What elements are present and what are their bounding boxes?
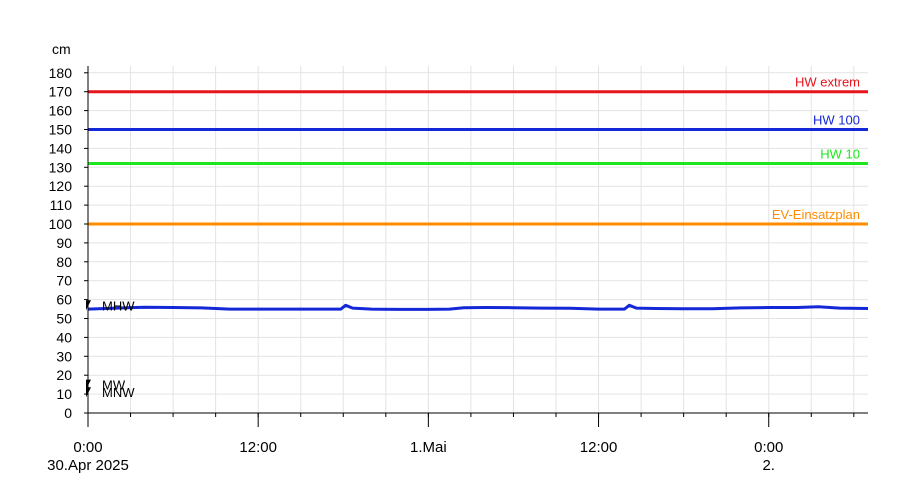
y-tick-label: 130 — [49, 159, 73, 175]
reference-marker — [86, 387, 91, 398]
y-tick-label: 150 — [49, 122, 73, 138]
threshold-label: HW 10 — [820, 147, 860, 162]
series-layer — [87, 303, 869, 311]
x-tick-label: 12:00 — [239, 439, 277, 456]
y-tick-label: 170 — [49, 84, 73, 100]
threshold-label: EV-Einsatzplan — [772, 207, 860, 222]
y-tick-label: 160 — [49, 103, 73, 119]
reference-label: MNW — [102, 385, 135, 400]
y-tick-label: 90 — [56, 235, 72, 251]
y-tick-label: 0 — [64, 405, 72, 421]
reference-label: MHW — [102, 298, 135, 313]
x-tick-sublabel: 30.Apr 2025 — [47, 457, 129, 474]
y-tick-label: 50 — [56, 311, 72, 327]
x-tick-label: 1.Mai — [410, 439, 447, 456]
y-tick-label: 40 — [56, 329, 72, 345]
x-tick-label: 0:00 — [754, 439, 783, 456]
y-tick-label: 60 — [56, 292, 72, 308]
threshold-label: HW extrem — [795, 75, 860, 90]
reference-marker — [86, 379, 91, 390]
y-tick-label: 70 — [56, 273, 72, 289]
water-level-line — [87, 303, 869, 311]
x-tick-label: 12:00 — [580, 439, 618, 456]
reference-marker — [86, 300, 91, 311]
y-tick-label: 140 — [49, 140, 73, 156]
y-tick-label: 180 — [49, 65, 73, 81]
threshold-label: HW 100 — [813, 113, 860, 128]
y-tick-label: 20 — [56, 367, 72, 383]
y-tick-label: 10 — [56, 386, 72, 402]
x-tick-label: 0:00 — [73, 439, 102, 456]
grid — [88, 66, 868, 413]
y-tick-label: 30 — [56, 348, 72, 364]
threshold-lines: HW extrem HW 100 HW 10 EV-Einsatzplan — [88, 75, 868, 226]
y-tick-label: 80 — [56, 254, 72, 270]
x-tick-sublabel: 2. — [762, 457, 775, 474]
y-tick-label: 100 — [49, 216, 73, 232]
reference-label: MW — [102, 378, 126, 393]
axes: cm 0 10 20 30 40 50 60 70 80 90 100 110 120 130 140 150… — [47, 41, 868, 474]
y-tick-label: 110 — [50, 197, 73, 213]
y-tick-label: 120 — [49, 178, 73, 194]
y-axis-label: cm — [52, 41, 71, 57]
